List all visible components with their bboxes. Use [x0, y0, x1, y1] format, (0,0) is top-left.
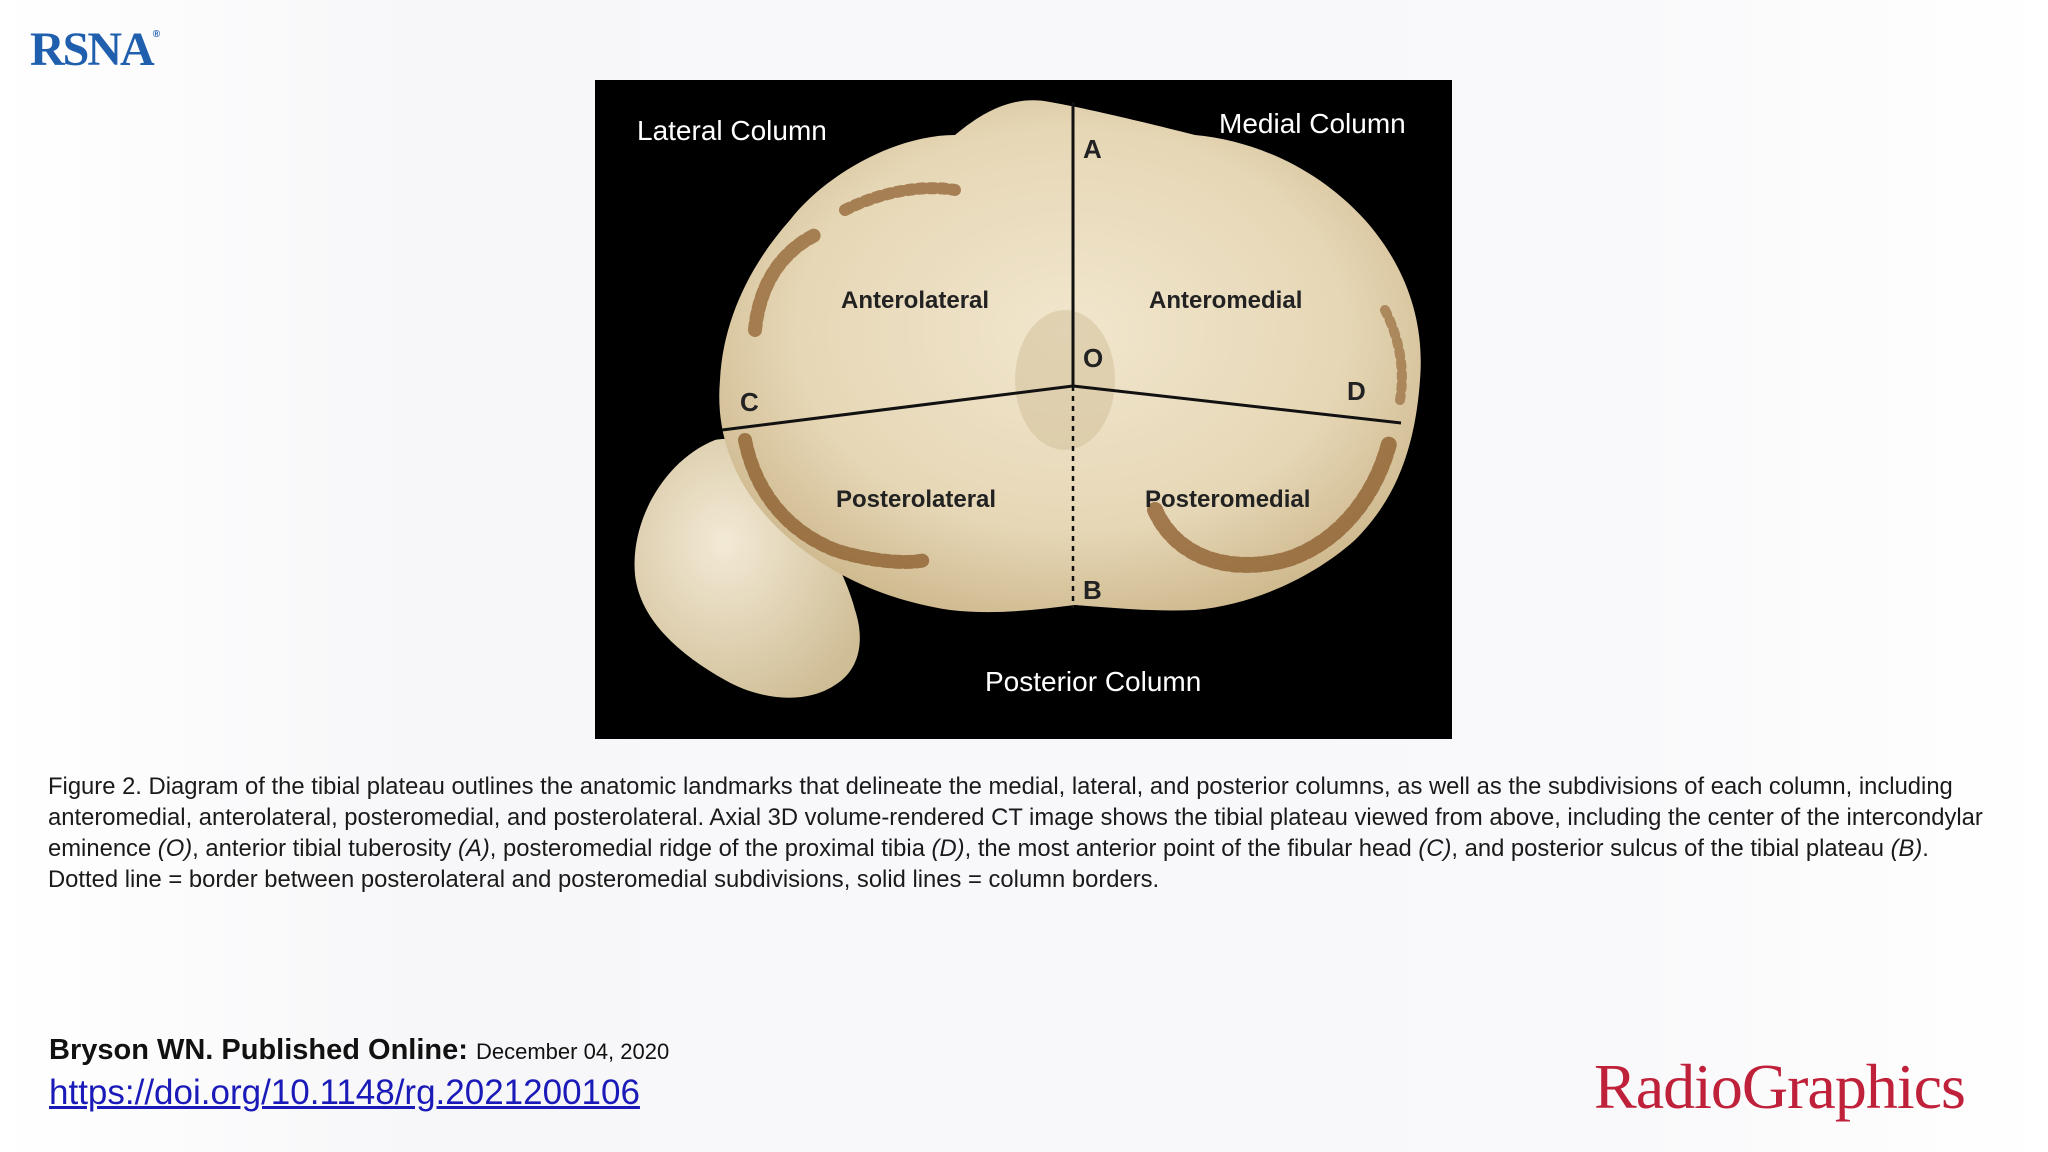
caption-text-1: Figure 2. Diagram of the tibial plateau … [48, 773, 1983, 862]
caption-text-4: , the most anterior point of the fibular… [964, 835, 1419, 862]
point-o-label: O [1083, 343, 1103, 373]
lateral-column-label: Lateral Column [637, 115, 827, 146]
posterolateral-rim [738, 433, 932, 569]
eminence-shadow [1015, 310, 1115, 450]
lateral-border-line [721, 384, 1074, 432]
tibial-plateau-figure: Lateral Column Medial Column Posterior C… [595, 80, 1452, 739]
point-d-label: D [1347, 376, 1366, 406]
caption-text-3: , posteromedial ridge of the proximal ti… [489, 835, 932, 862]
radiographics-logo: RadioGraphics [1594, 1051, 1966, 1122]
posterior-column-label: Posterior Column [985, 666, 1201, 697]
anterolateral-label: Anterolateral [841, 287, 989, 314]
caption-text-2: , anterior tibial tuberosity [192, 835, 459, 862]
rsna-logo-text: RSNA [30, 23, 155, 76]
caption-ref-b: (B) [1890, 835, 1923, 862]
caption-text-5: , and posterior sulcus of the tibial pla… [1451, 835, 1891, 862]
posterolateral-label: Posterolateral [836, 486, 996, 513]
citation-line: Bryson WN. Published Online: December 04… [49, 1034, 669, 1067]
anteromedial-label: Anteromedial [1149, 287, 1302, 314]
citation-label: Bryson WN. Published Online: [49, 1034, 476, 1066]
figure-caption: Figure 2. Diagram of the tibial plateau … [48, 771, 2000, 895]
point-a-label: A [1083, 134, 1102, 164]
rsna-logo: RSNA® [30, 26, 160, 74]
lateral-rim [748, 228, 822, 337]
point-b-label: B [1083, 575, 1102, 605]
point-c-label: C [740, 387, 759, 417]
tibial-plateau-image: Lateral Column Medial Column Posterior C… [595, 80, 1452, 739]
caption-text-6: . Dotted line = border between posterola… [48, 835, 1929, 893]
caption-ref-d: (D) [931, 835, 965, 862]
registered-mark: ® [152, 29, 161, 40]
medial-rim [1380, 305, 1407, 405]
posteromedial-rim [1147, 432, 1398, 573]
medial-column-label: Medial Column [1219, 108, 1406, 139]
medial-border-line [1072, 384, 1402, 425]
caption-ref-c: (C) [1418, 835, 1452, 862]
anterior-rim [839, 182, 961, 216]
caption-ref-a: (A) [458, 835, 490, 862]
caption-ref-o: (O) [157, 835, 193, 862]
fibular-head [634, 439, 860, 698]
publication-date: December 04, 2020 [475, 1039, 670, 1064]
posteromedial-label: Posteromedial [1145, 486, 1310, 513]
doi-link[interactable]: https://doi.org/10.1148/rg.2021200106 [49, 1073, 640, 1112]
